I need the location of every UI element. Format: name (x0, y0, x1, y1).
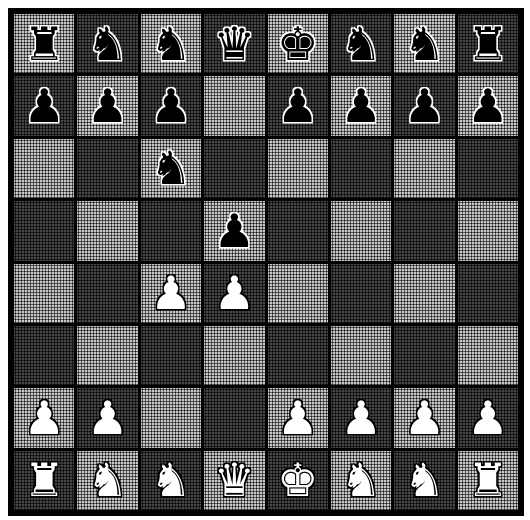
square-h7[interactable]: ♟ (458, 76, 518, 135)
square-c8[interactable]: ♞ (141, 14, 201, 73)
square-f2[interactable]: ♟ (331, 388, 391, 447)
square-c4[interactable]: ♟ (141, 264, 201, 323)
black-king-icon[interactable]: ♚ (277, 21, 318, 67)
white-rook-icon[interactable]: ♜ (467, 457, 508, 503)
white-king-icon[interactable]: ♚ (277, 457, 318, 503)
square-f1[interactable]: ♞ (331, 451, 391, 510)
square-c5[interactable] (141, 201, 201, 260)
square-h8[interactable]: ♜ (458, 14, 518, 73)
square-e4[interactable] (268, 264, 328, 323)
chess-board: ♜ ♞ ♞ ♛ ♚ ♞ ♞ ♜ ♟ ♟ ♟ ♟ ♟ ♟ ♟ ♞ ♟ ♟ ♟ ♟ ♟ ♟ ♟ ♟ ♟ ♜ ♞ ♞ ♛ ♚ ♞ ♞ ♜ (8, 8, 524, 516)
square-e1[interactable]: ♚ (268, 451, 328, 510)
square-d8[interactable]: ♛ (204, 14, 264, 73)
white-rook-icon[interactable]: ♜ (24, 457, 65, 503)
white-knight-icon[interactable]: ♞ (340, 457, 381, 503)
square-f3[interactable] (331, 326, 391, 385)
square-e6[interactable] (268, 139, 328, 198)
black-pawn-icon[interactable]: ♟ (214, 208, 255, 254)
square-a4[interactable] (14, 264, 74, 323)
square-h6[interactable] (458, 139, 518, 198)
white-pawn-icon[interactable]: ♟ (214, 270, 255, 316)
square-g6[interactable] (394, 139, 454, 198)
square-b1[interactable]: ♞ (77, 451, 137, 510)
white-pawn-icon[interactable]: ♟ (467, 395, 508, 441)
black-pawn-icon[interactable]: ♟ (87, 83, 128, 129)
square-b2[interactable]: ♟ (77, 388, 137, 447)
square-h2[interactable]: ♟ (458, 388, 518, 447)
square-a7[interactable]: ♟ (14, 76, 74, 135)
black-pawn-icon[interactable]: ♟ (467, 83, 508, 129)
square-d5[interactable]: ♟ (204, 201, 264, 260)
square-f6[interactable] (331, 139, 391, 198)
square-e2[interactable]: ♟ (268, 388, 328, 447)
square-c2[interactable] (141, 388, 201, 447)
black-pawn-icon[interactable]: ♟ (404, 83, 445, 129)
square-f7[interactable]: ♟ (331, 76, 391, 135)
square-e3[interactable] (268, 326, 328, 385)
white-pawn-icon[interactable]: ♟ (404, 395, 445, 441)
square-f4[interactable] (331, 264, 391, 323)
square-a5[interactable] (14, 201, 74, 260)
square-b7[interactable]: ♟ (77, 76, 137, 135)
black-knight-icon[interactable]: ♞ (150, 21, 191, 67)
square-g1[interactable]: ♞ (394, 451, 454, 510)
black-rook-icon[interactable]: ♜ (467, 21, 508, 67)
black-rook-icon[interactable]: ♜ (24, 21, 65, 67)
white-pawn-icon[interactable]: ♟ (277, 395, 318, 441)
square-b6[interactable] (77, 139, 137, 198)
black-pawn-icon[interactable]: ♟ (150, 83, 191, 129)
black-pawn-icon[interactable]: ♟ (24, 83, 65, 129)
square-a3[interactable] (14, 326, 74, 385)
square-d7[interactable] (204, 76, 264, 135)
white-knight-icon[interactable]: ♞ (87, 457, 128, 503)
square-f8[interactable]: ♞ (331, 14, 391, 73)
square-a8[interactable]: ♜ (14, 14, 74, 73)
white-pawn-icon[interactable]: ♟ (87, 395, 128, 441)
square-g3[interactable] (394, 326, 454, 385)
square-a6[interactable] (14, 139, 74, 198)
black-knight-icon[interactable]: ♞ (150, 145, 191, 191)
square-h5[interactable] (458, 201, 518, 260)
square-c7[interactable]: ♟ (141, 76, 201, 135)
square-b8[interactable]: ♞ (77, 14, 137, 73)
square-g5[interactable] (394, 201, 454, 260)
black-knight-icon[interactable]: ♞ (87, 21, 128, 67)
square-g4[interactable] (394, 264, 454, 323)
black-queen-icon[interactable]: ♛ (214, 21, 255, 67)
square-d3[interactable] (204, 326, 264, 385)
square-g2[interactable]: ♟ (394, 388, 454, 447)
white-pawn-icon[interactable]: ♟ (340, 395, 381, 441)
square-d1[interactable]: ♛ (204, 451, 264, 510)
square-e8[interactable]: ♚ (268, 14, 328, 73)
square-f5[interactable] (331, 201, 391, 260)
square-g8[interactable]: ♞ (394, 14, 454, 73)
square-h4[interactable] (458, 264, 518, 323)
white-knight-icon[interactable]: ♞ (150, 457, 191, 503)
square-c1[interactable]: ♞ (141, 451, 201, 510)
black-pawn-icon[interactable]: ♟ (340, 83, 381, 129)
square-b4[interactable] (77, 264, 137, 323)
square-h3[interactable] (458, 326, 518, 385)
square-c6[interactable]: ♞ (141, 139, 201, 198)
black-pawn-icon[interactable]: ♟ (277, 83, 318, 129)
white-pawn-icon[interactable]: ♟ (150, 270, 191, 316)
square-d6[interactable] (204, 139, 264, 198)
square-a2[interactable]: ♟ (14, 388, 74, 447)
square-h1[interactable]: ♜ (458, 451, 518, 510)
square-b5[interactable] (77, 201, 137, 260)
square-c3[interactable] (141, 326, 201, 385)
square-e5[interactable] (268, 201, 328, 260)
square-b3[interactable] (77, 326, 137, 385)
white-pawn-icon[interactable]: ♟ (24, 395, 65, 441)
square-d4[interactable]: ♟ (204, 264, 264, 323)
square-e7[interactable]: ♟ (268, 76, 328, 135)
square-d2[interactable] (204, 388, 264, 447)
black-knight-icon[interactable]: ♞ (404, 21, 445, 67)
black-knight-icon[interactable]: ♞ (340, 21, 381, 67)
white-queen-icon[interactable]: ♛ (214, 457, 255, 503)
square-a1[interactable]: ♜ (14, 451, 74, 510)
white-knight-icon[interactable]: ♞ (404, 457, 445, 503)
square-g7[interactable]: ♟ (394, 76, 454, 135)
